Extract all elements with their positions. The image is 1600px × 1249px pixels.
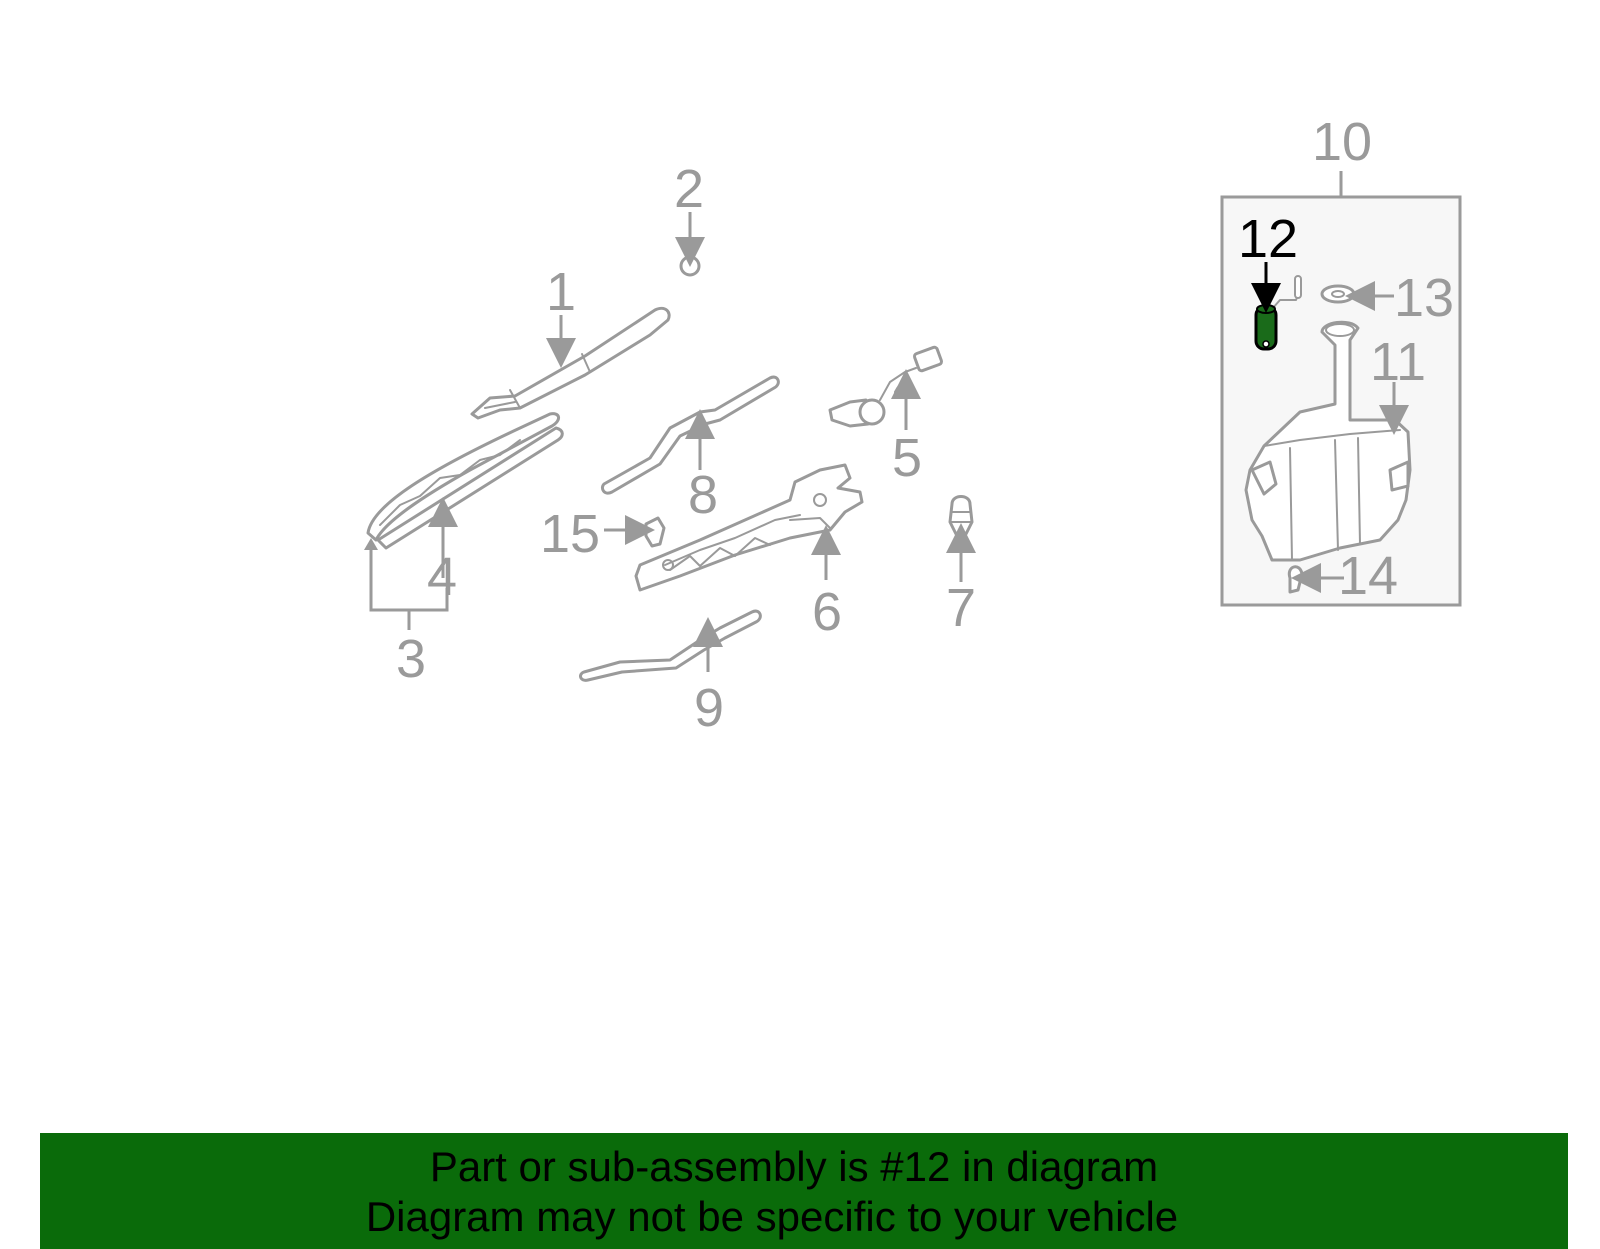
part-5-wiper-motor[interactable]: [828, 345, 944, 428]
part-13-seal[interactable]: [1320, 284, 1356, 304]
callout-14: 14: [1338, 546, 1398, 606]
callout-10: 10: [1312, 112, 1372, 172]
arrow-3: [364, 538, 378, 550]
part-6-linkage-bracket[interactable]: [634, 463, 864, 592]
part-9-connecting-rod[interactable]: [579, 609, 762, 682]
callout-9: 9: [694, 678, 724, 738]
part-4-blade-insert[interactable]: [376, 426, 564, 550]
callout-11: 11: [1370, 332, 1426, 392]
callout-8: 8: [688, 465, 718, 525]
part-12-washer-pump[interactable]: [1254, 275, 1302, 351]
callout-12[interactable]: 12: [1238, 209, 1298, 269]
banner-disclaimer: Diagram may not be specific to your vehi…: [365, 1193, 1179, 1240]
part-2-nut[interactable]: [679, 255, 701, 277]
part-15-clip[interactable]: [644, 516, 666, 548]
info-banner: Part or sub-assembly is #12 in diagram D…: [40, 1133, 1568, 1249]
callout-1: 1: [546, 262, 576, 322]
callout-15: 15: [540, 504, 600, 564]
part-1-wiper-arm[interactable]: [470, 306, 671, 420]
callout-13: 13: [1394, 268, 1454, 328]
part-11-washer-reservoir[interactable]: [1244, 320, 1412, 562]
callout-6: 6: [812, 582, 842, 642]
callout-4: 4: [427, 547, 457, 607]
callout-2: 2: [674, 159, 704, 219]
part-3-wiper-blade[interactable]: [366, 412, 560, 542]
part-8-connecting-rod[interactable]: [600, 375, 780, 495]
callout-7: 7: [946, 578, 976, 638]
banner-part-note: Part or sub-assembly is #12 in diagram: [429, 1143, 1159, 1190]
callout-5: 5: [892, 428, 922, 488]
part-7-grommet[interactable]: [948, 495, 974, 536]
callout-3: 3: [396, 629, 426, 689]
